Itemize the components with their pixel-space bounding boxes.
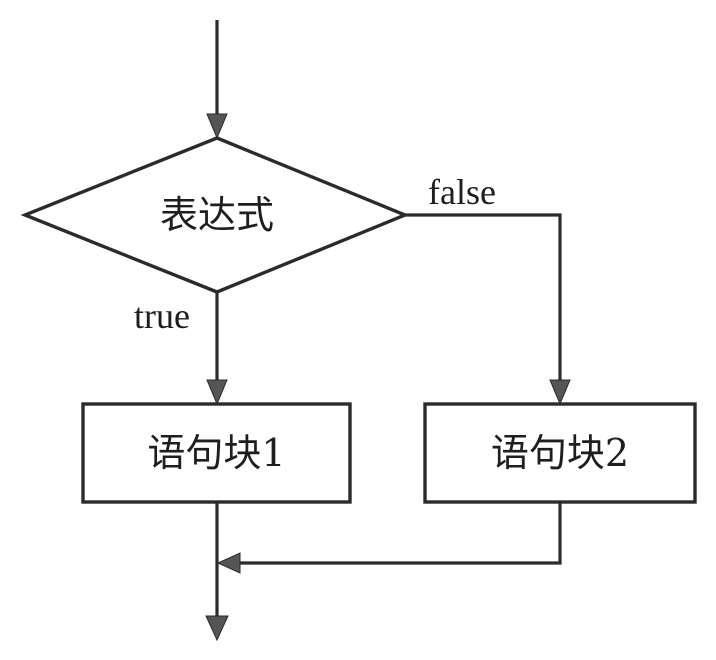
false-branch-connector — [405, 213, 562, 388]
true-arrowhead-icon — [206, 379, 228, 406]
merge-arrowhead-icon — [216, 552, 241, 574]
decision-label: 表达式 — [159, 193, 274, 237]
entry-arrowhead-icon — [206, 113, 228, 140]
false-arrowhead-icon — [549, 379, 571, 406]
true-branch-label: true — [134, 296, 190, 336]
merge-connector — [236, 502, 562, 565]
statement-block-1 — [81, 402, 352, 504]
exit-arrowhead-icon — [205, 615, 229, 642]
statement-block-2-label: 语句块2 — [490, 431, 630, 475]
false-branch-label: false — [428, 172, 496, 212]
statement-block-1-label: 语句块1 — [147, 431, 286, 475]
